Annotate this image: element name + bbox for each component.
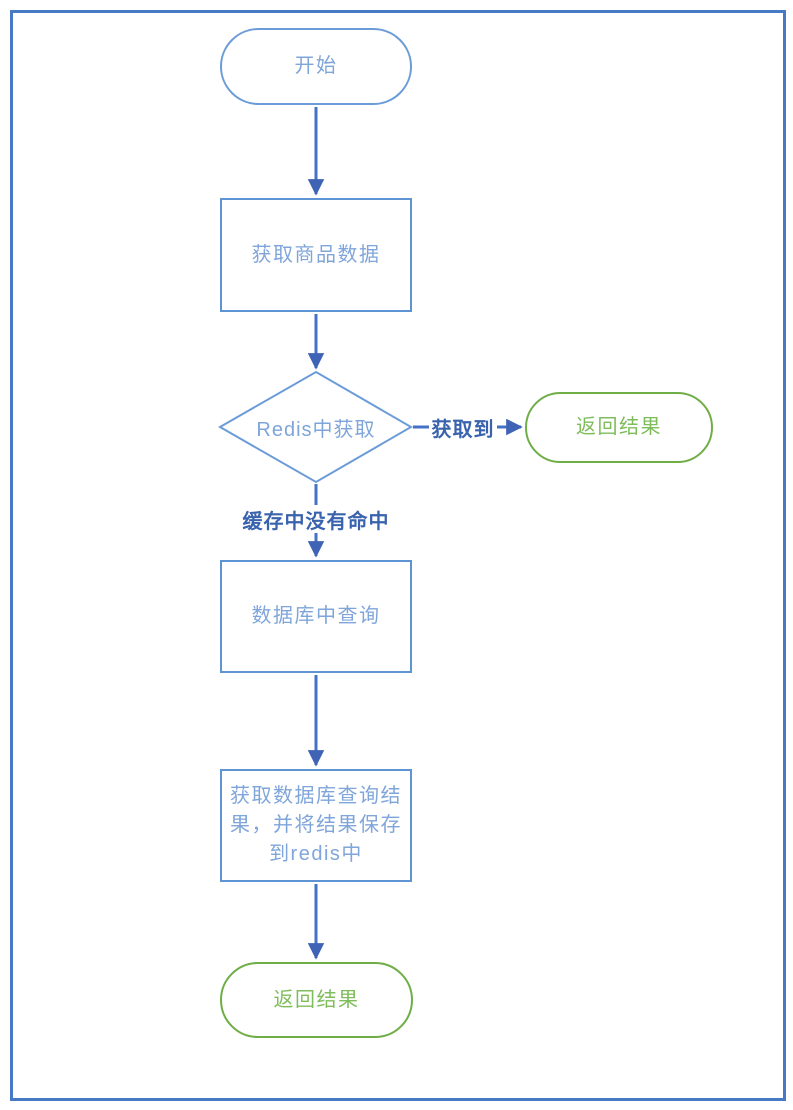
- edge-label-miss: 缓存中没有命中: [237, 505, 395, 533]
- edge-label-hit: 获取到: [429, 413, 497, 441]
- start-node: 开始: [220, 28, 412, 105]
- db-query-node: 数据库中查询: [220, 560, 412, 673]
- save-to-redis-node: 获取数据库查询结 果，并将结果保存 到redis中: [220, 769, 412, 882]
- fetch-product-node: 获取商品数据: [220, 198, 412, 312]
- redis-check-decision-label: Redis中获取: [256, 418, 376, 441]
- return-result-final-node: 返回结果: [220, 962, 413, 1038]
- db-query-node-label: 数据库中查询: [251, 605, 381, 627]
- fetch-product-node-label: 获取商品数据: [251, 243, 381, 266]
- return-result-hit-label: 返回结果: [576, 416, 662, 438]
- start-node-label: 开始: [294, 55, 338, 77]
- return-result-hit-node: 返回结果: [525, 392, 713, 463]
- redis-check-decision: Redis中获取: [220, 372, 412, 482]
- decision-diamond-shape: [217, 370, 413, 484]
- save-to-redis-node-label: 获取数据库查询结 果，并将结果保存 到redis中: [230, 785, 402, 865]
- return-result-final-label: 返回结果: [273, 988, 360, 1011]
